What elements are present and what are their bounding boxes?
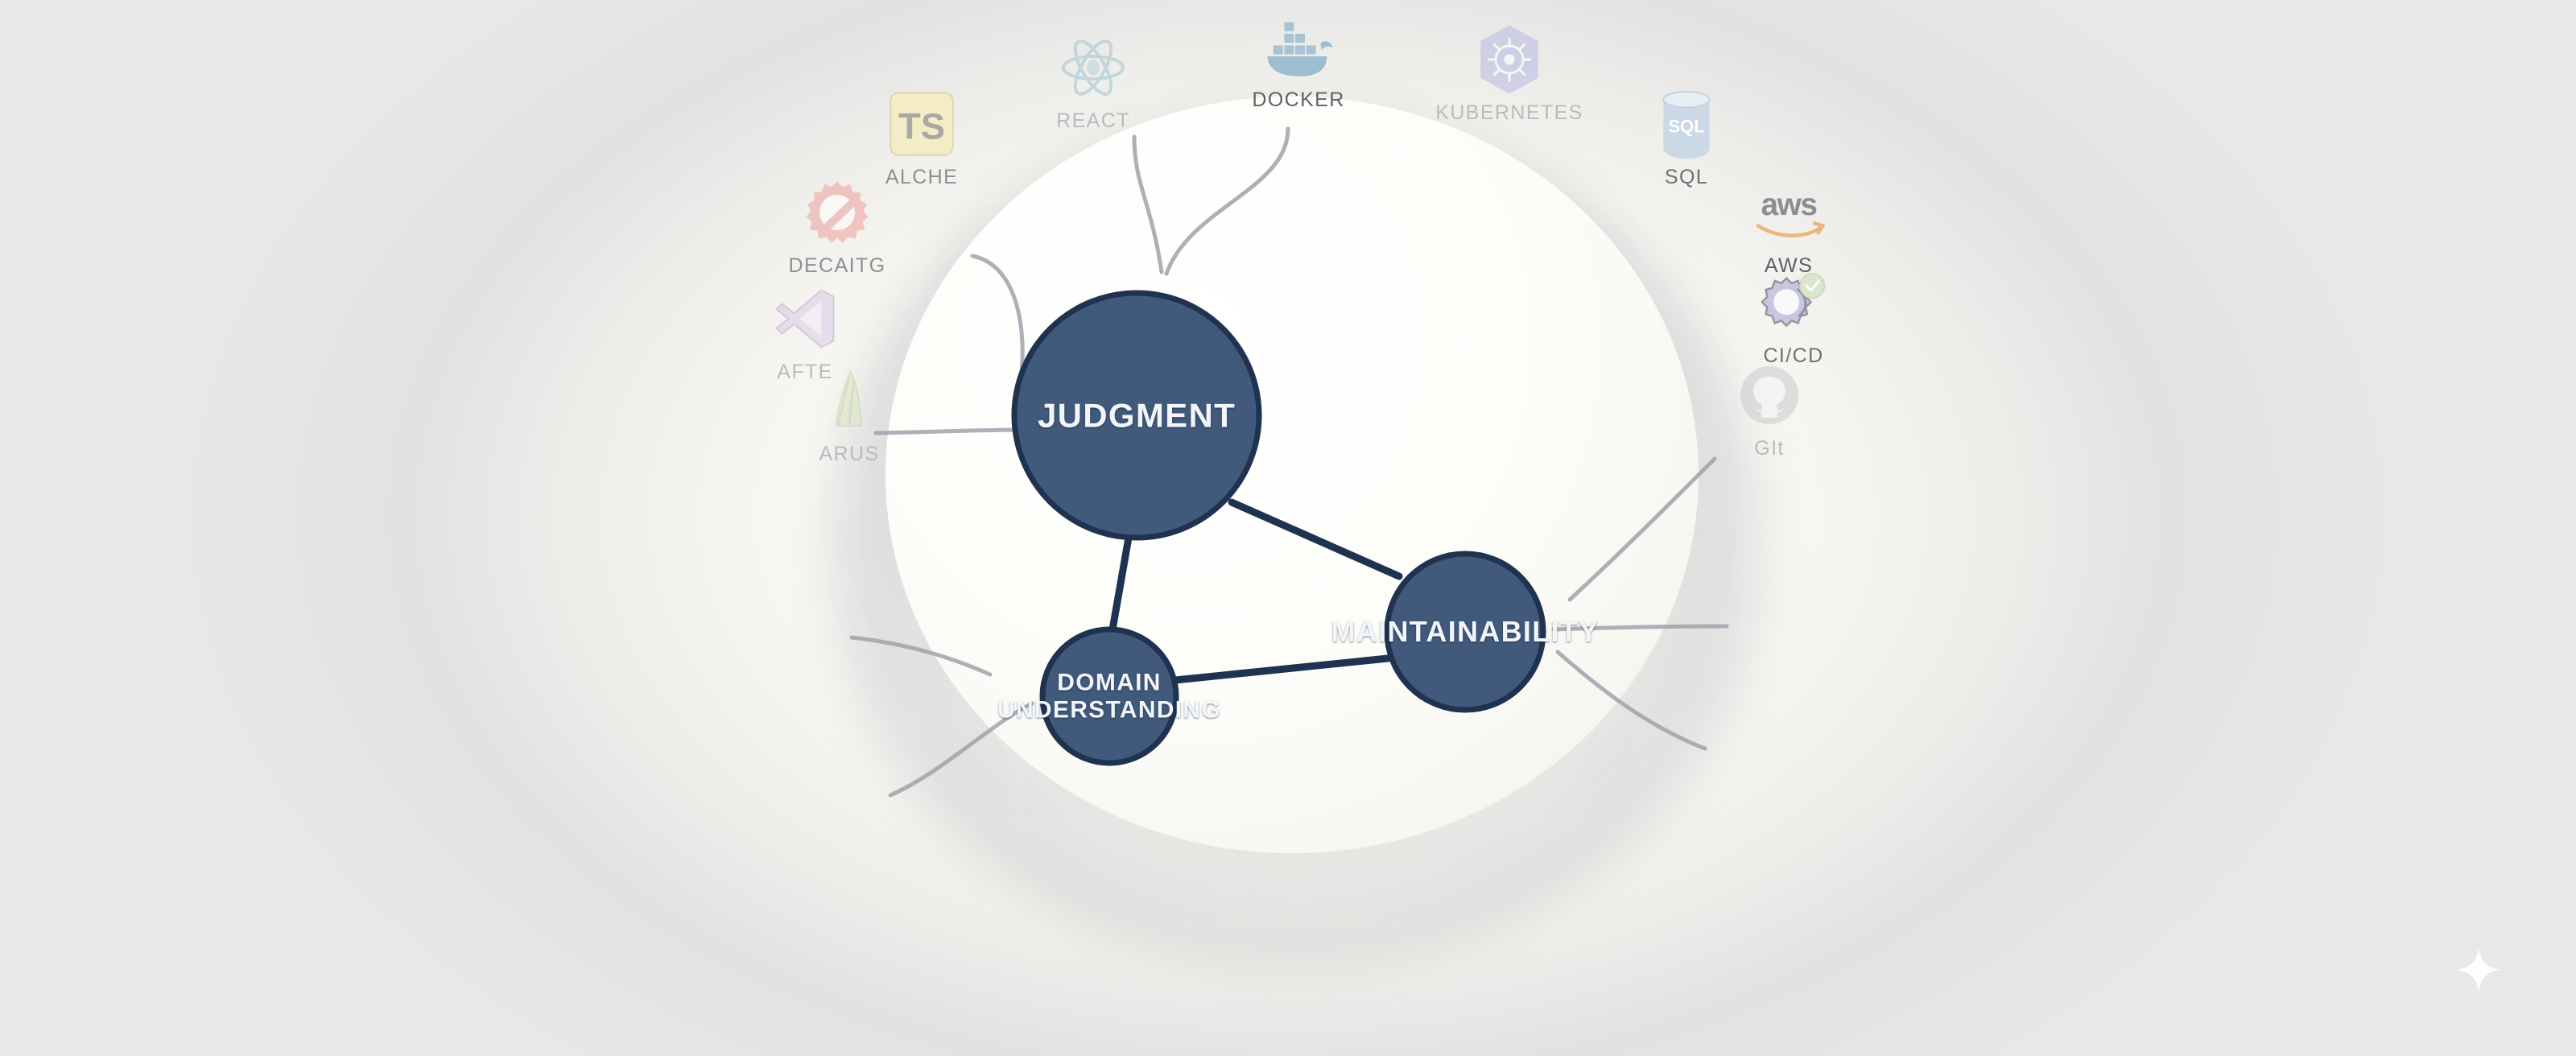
tech-label-cicd: CI/CD — [1763, 344, 1824, 367]
tech-label-alche: ALCHE — [885, 166, 959, 188]
tech-label-arus: ARUS — [819, 443, 880, 465]
tech-item-git[interactable]: GIt — [1673, 358, 1866, 460]
tech-item-docker[interactable]: DOCKER — [1202, 10, 1395, 112]
typescript-icon: TS — [825, 87, 1018, 161]
tech-item-kubernetes[interactable]: KUBERNETES — [1413, 23, 1606, 125]
database-icon: SQL — [1590, 87, 1783, 161]
docker-icon — [1202, 10, 1395, 84]
tech-label-decaitg: DECAITG — [788, 254, 886, 277]
tech-label-git: GIt — [1754, 437, 1785, 460]
tech-item-sql[interactable]: SQL SQL — [1590, 87, 1783, 189]
svg-text:aws: aws — [1761, 188, 1817, 222]
central-sphere — [886, 97, 1699, 853]
github-icon — [1673, 358, 1866, 432]
tech-item-cicd[interactable]: CI/CD — [1697, 266, 1890, 368]
tech-label-react: REACT — [1056, 109, 1130, 132]
tech-label-afte: AFTE — [777, 361, 833, 383]
tech-label-sql: SQL — [1664, 166, 1709, 188]
vscode-icon — [708, 282, 902, 356]
aws-icon: aws — [1692, 175, 1885, 250]
tech-label-kubernetes: KUBERNETES — [1435, 101, 1583, 124]
tech-item-aws[interactable]: aws AWS — [1692, 175, 1885, 278]
tech-item-afte[interactable]: AFTE — [708, 282, 902, 384]
react-icon — [997, 31, 1190, 105]
tech-item-arus[interactable]: ARUS — [753, 364, 946, 466]
tech-item-react[interactable]: REACT — [997, 31, 1190, 133]
tech-label-aws: AWS — [1764, 254, 1814, 277]
gear-icon — [741, 175, 934, 250]
tech-label-docker: DOCKER — [1252, 89, 1345, 111]
kubernetes-icon — [1413, 23, 1606, 97]
tech-item-decaitg[interactable]: DECAITG — [741, 175, 934, 278]
cicd-icon — [1697, 266, 1890, 340]
sparkle-star-icon — [2455, 947, 2502, 997]
tech-item-alche[interactable]: TS ALCHE — [825, 87, 1018, 189]
svg-text:TS: TS — [898, 105, 945, 146]
svg-text:SQL: SQL — [1668, 117, 1704, 137]
azure-icon — [753, 364, 946, 438]
